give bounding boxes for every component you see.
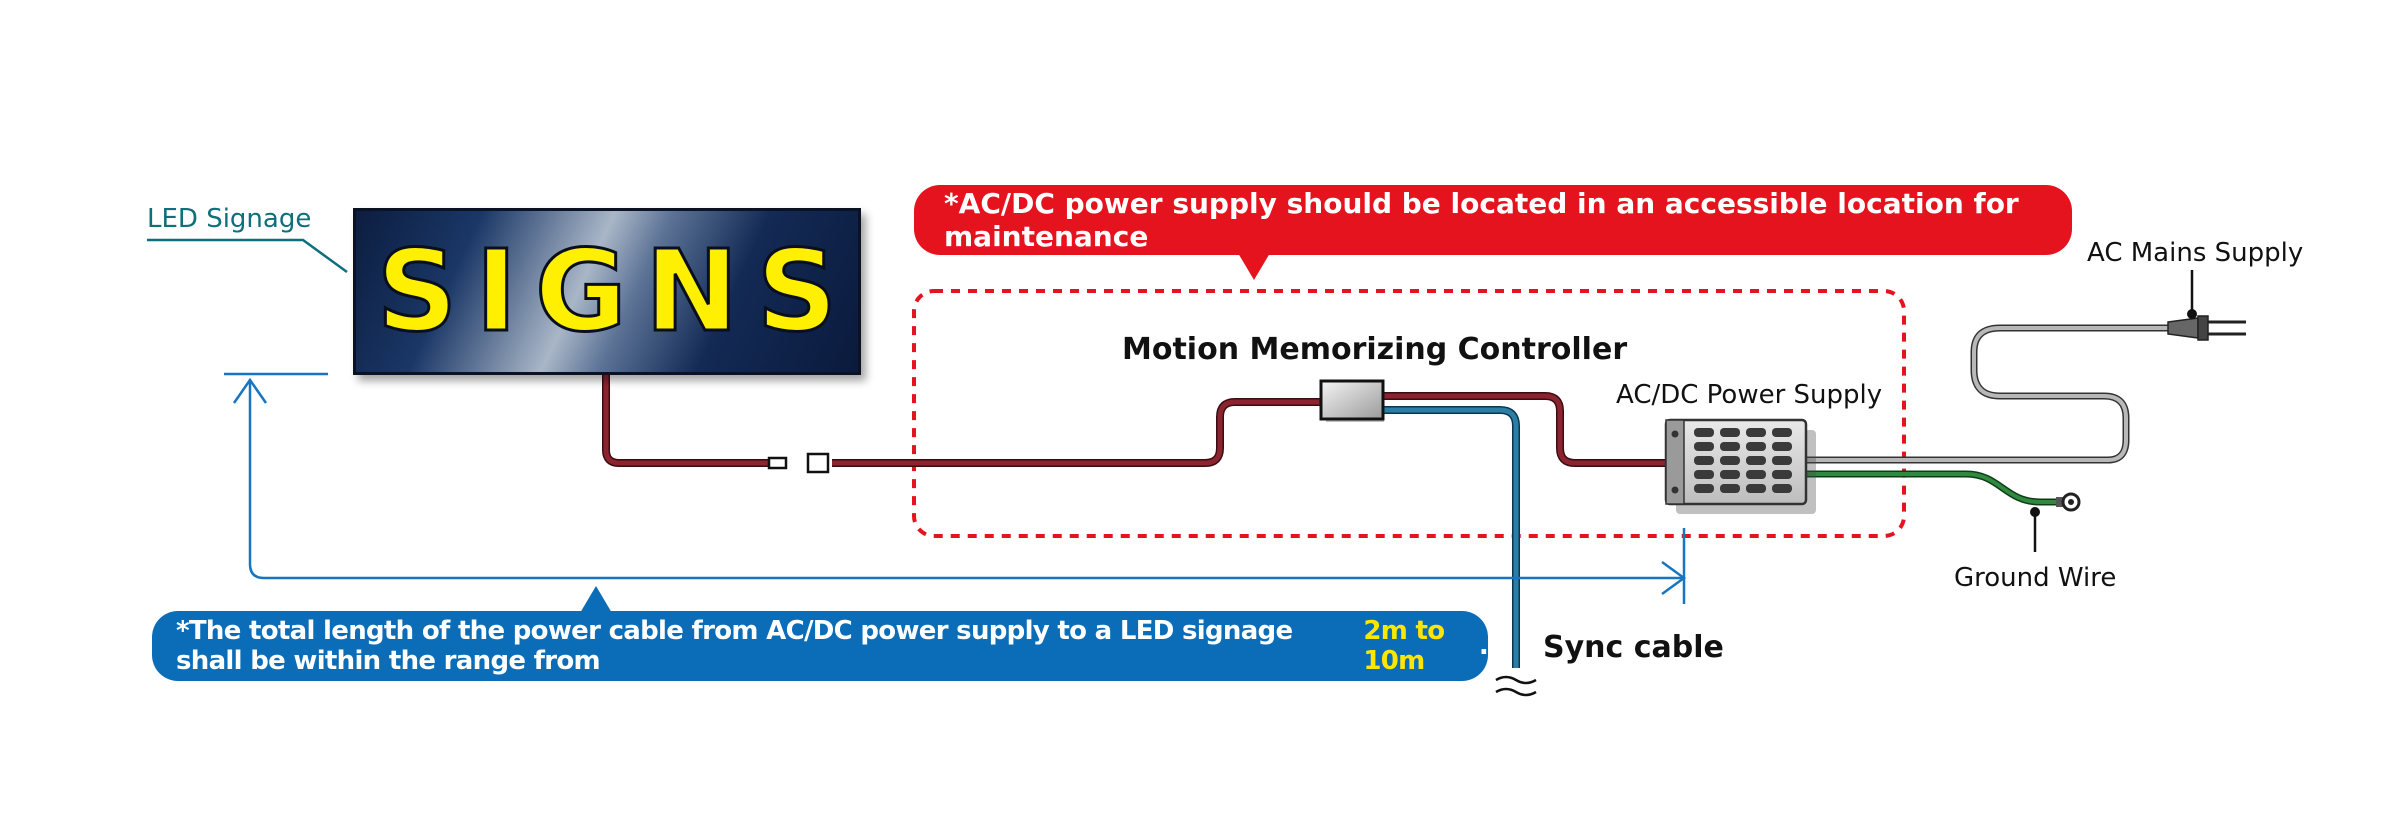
motion-controller-box — [1319, 379, 1385, 421]
acdc-power-supply — [1664, 418, 1816, 514]
cable-length-range: 2m to 10m — [1363, 616, 1445, 676]
ground-terminal — [2056, 492, 2081, 512]
ground-wire-fill — [1806, 472, 2060, 504]
maintenance-note: *AC/DC power supply should be located in… — [914, 185, 2072, 255]
sync-cable-label: Sync cable — [1543, 630, 1724, 665]
maintenance-note-text: *AC/DC power supply should be located in… — [944, 187, 2019, 253]
sync-cable-fill — [1383, 407, 1519, 668]
cable-length-note: *The total length of the power cable fro… — [152, 611, 1489, 681]
led-signage-label: LED Signage — [147, 204, 312, 234]
cable-length-note-text: *The total length of the power cable fro… — [176, 616, 1293, 676]
sign-text: SIGNS — [375, 225, 856, 358]
ground-wire-leader — [2030, 507, 2040, 552]
maintenance-zone-box — [912, 289, 1906, 538]
led-sign-panel: SIGNS — [353, 208, 861, 375]
length-callout-tail — [580, 586, 612, 613]
ac-plug — [2167, 315, 2246, 341]
ac-mains-cable-fill — [1806, 326, 2172, 462]
cable-length-dimension — [224, 372, 1687, 604]
motion-controller-label: Motion Memorizing Controller — [1122, 332, 1628, 367]
cable-length-note-end: . — [1478, 631, 1489, 661]
connector-plug — [767, 456, 788, 470]
ground-wire-label: Ground Wire — [1954, 563, 2117, 593]
connector-socket — [806, 452, 830, 474]
cable-break-mark — [1495, 675, 1537, 697]
ac-mains-leader — [2187, 270, 2197, 319]
acdc-power-supply-label: AC/DC Power Supply — [1616, 380, 1883, 410]
led-signage-leader — [147, 238, 348, 274]
ac-mains-label: AC Mains Supply — [2087, 238, 2304, 268]
maintenance-callout-tail — [1238, 253, 1270, 280]
power-cable-fill — [603, 375, 1676, 466]
